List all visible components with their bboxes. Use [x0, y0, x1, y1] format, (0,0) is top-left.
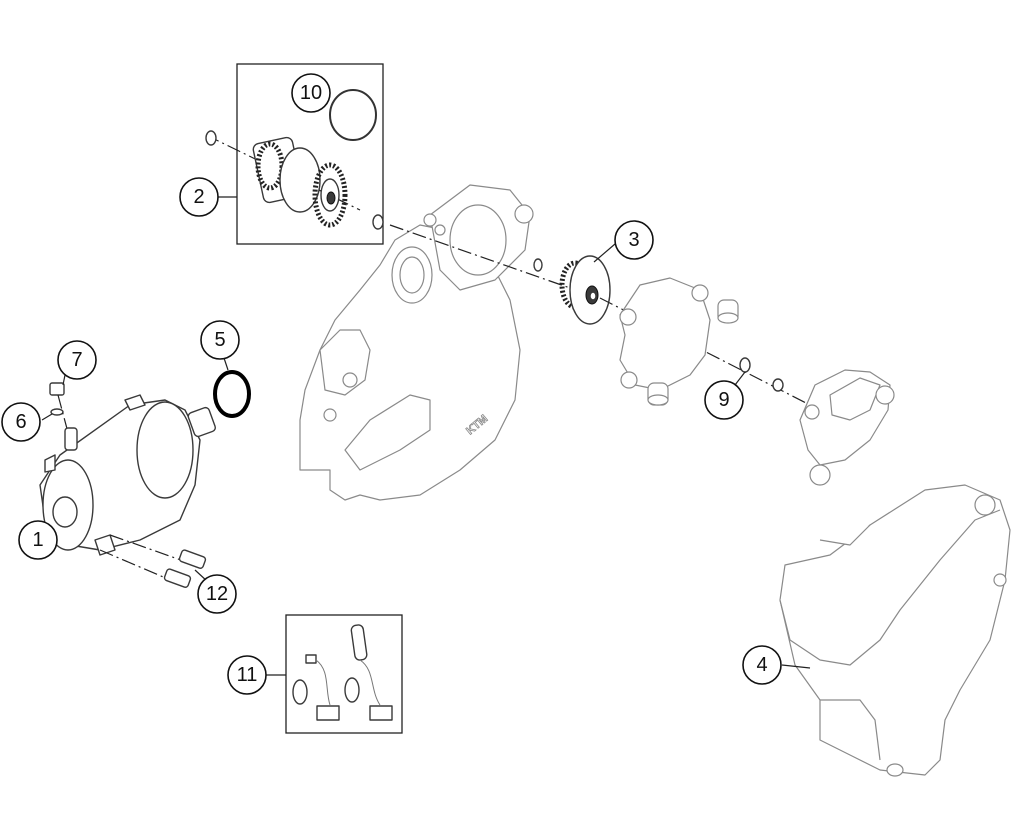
callout-7: 7 — [57, 340, 97, 380]
callout-2-label: 2 — [193, 186, 204, 208]
callout-11: 11 — [227, 655, 267, 695]
callout-12: 12 — [197, 574, 237, 614]
o-ring-part-5 — [213, 357, 251, 418]
intermediate-gear-part-3 — [559, 243, 616, 325]
callout-10-label: 10 — [300, 82, 322, 104]
dowel-pin-upper — [717, 299, 739, 324]
ignition-cover: KTM — [299, 184, 534, 501]
callout-1-label: 1 — [32, 529, 43, 551]
callout-10: 10 — [291, 73, 331, 113]
callout-5: 5 — [200, 320, 240, 360]
callout-7-label: 7 — [71, 349, 82, 371]
brush-set-box-part-11 — [266, 614, 403, 734]
callout-6: 6 — [1, 402, 41, 442]
callout-9-label: 9 — [718, 389, 729, 411]
terminal-washer-part-6 — [41, 394, 78, 451]
callout-6-label: 6 — [15, 411, 26, 433]
callout-5-label: 5 — [214, 329, 225, 351]
callout-3: 3 — [614, 220, 654, 260]
gear-cover-plate — [799, 369, 895, 486]
terminal-nut-part-7 — [49, 374, 66, 396]
callout-4-label: 4 — [756, 654, 767, 676]
gasket — [619, 277, 711, 391]
assembly-axis-3 — [389, 224, 591, 296]
callout-1: 1 — [18, 520, 58, 560]
circlip-part-9 — [734, 357, 784, 392]
callout-4: 4 — [742, 645, 782, 685]
callout-2: 2 — [179, 177, 219, 217]
callout-12-label: 12 — [206, 583, 228, 605]
callout-11-label: 11 — [237, 664, 258, 686]
starter-drive-box — [218, 63, 384, 245]
callout-9: 9 — [704, 380, 744, 420]
starter-drive-gear-part-2 — [205, 130, 361, 228]
washer — [372, 214, 384, 230]
side-cover-part-4 — [779, 484, 1011, 777]
callout-3-label: 3 — [628, 229, 639, 251]
o-ring-part-10 — [329, 89, 377, 141]
starter-motor-part-1 — [39, 394, 216, 556]
dowel-pin-lower — [647, 382, 669, 406]
washer-gear — [533, 258, 543, 272]
mounting-bolts-part-12 — [99, 534, 209, 588]
